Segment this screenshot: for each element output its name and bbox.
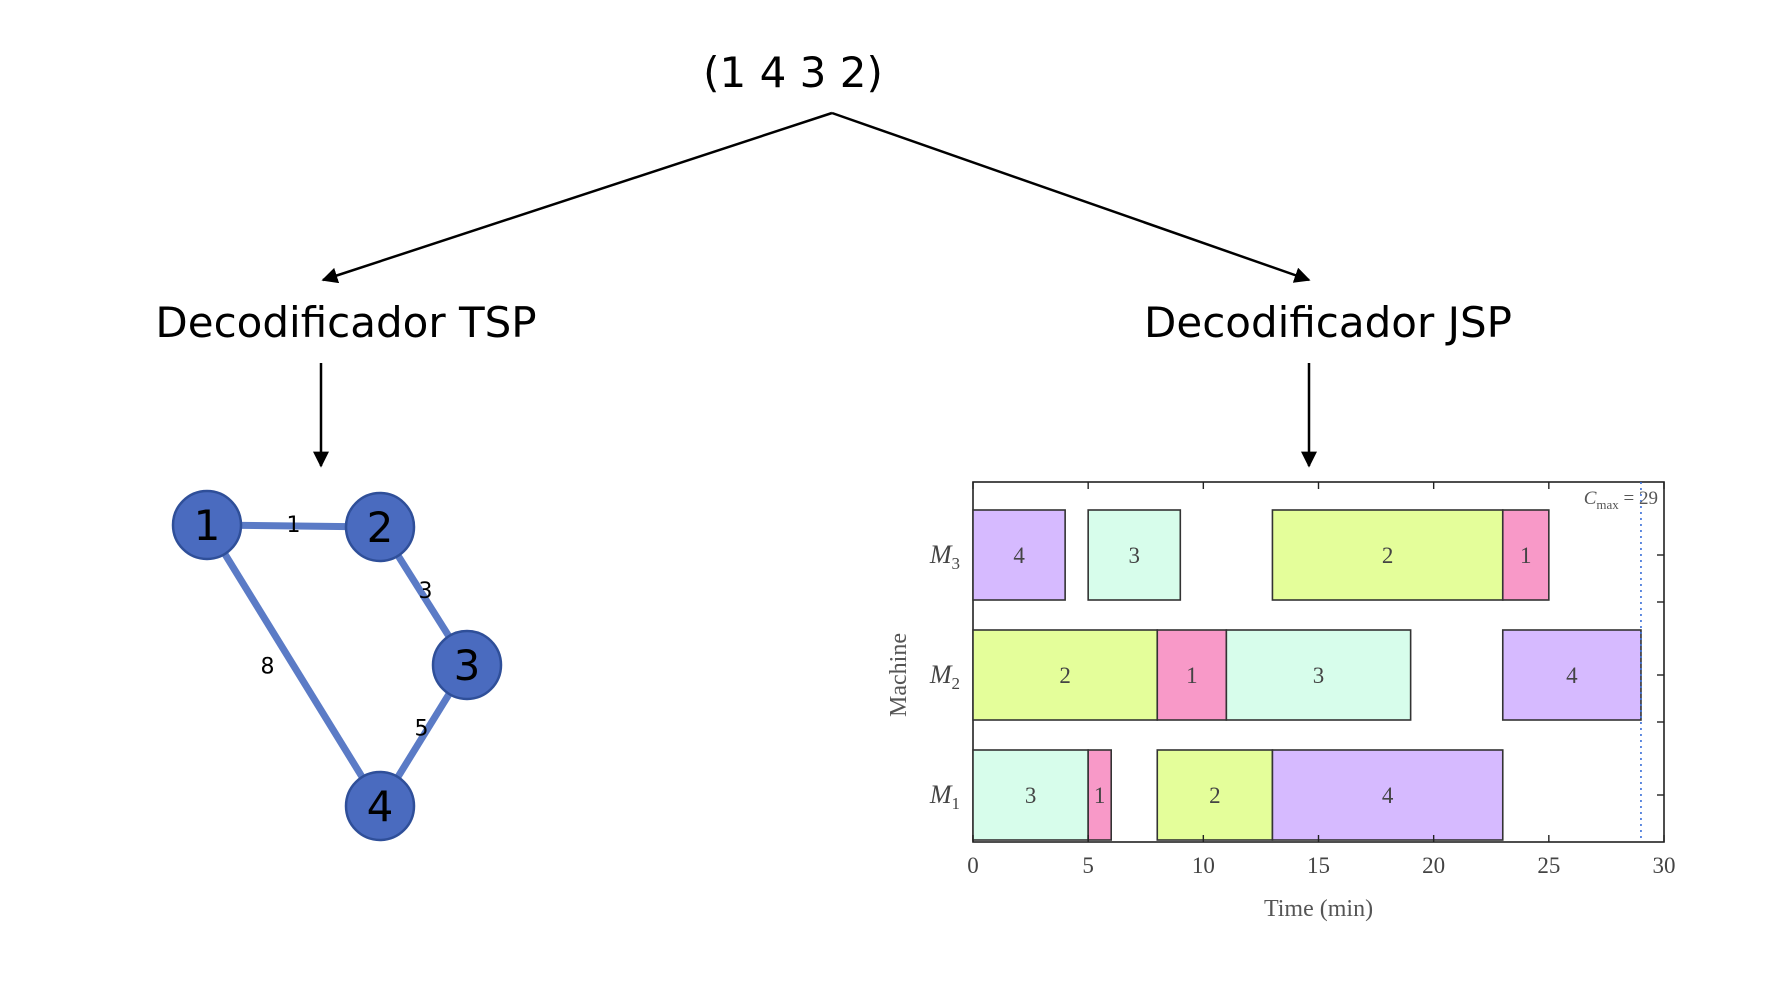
gantt-bar-label-M3-job-1: 1 — [1520, 543, 1532, 568]
tsp-node-label-4: 4 — [367, 782, 394, 831]
tsp-node-1 — [171, 489, 243, 561]
x-tick-label-30: 30 — [1653, 853, 1676, 878]
tsp-graph: 1 3 5 8 1 2 3 4 — [171, 489, 503, 842]
gantt-chart: 4 3 2 1 2 1 3 4 3 1 2 4 Cmax = 29 0 5 10 15 20 25 30 M3M2M1T… — [886, 481, 1676, 922]
jsp-decoder-label: Decodificador JSP — [1144, 298, 1512, 347]
tsp-node-2 — [344, 491, 416, 563]
x-tick-label-15: 15 — [1307, 853, 1330, 878]
gantt-bar-label-M1-job-2: 2 — [1209, 783, 1221, 808]
gantt-bar-label-M2-job-1: 1 — [1186, 663, 1198, 688]
gantt-bar-label-M1-job-4: 4 — [1382, 783, 1394, 808]
branch-arrow-tsp — [321, 111, 833, 284]
y-axis-title: Machine — [886, 633, 912, 717]
tsp-node-4 — [344, 770, 416, 842]
gantt-bar-M3-job-4 — [972, 509, 1066, 601]
gantt-bar-label-M3-job-2: 2 — [1382, 543, 1394, 568]
x-tick-label-5: 5 — [1082, 853, 1094, 878]
x-axis-title: Time (min) — [1264, 896, 1373, 922]
tsp-node-label-1: 1 — [194, 501, 221, 550]
tsp-decoder-label: Decodificador TSP — [155, 298, 536, 347]
gantt-bar-M1-job-4 — [1271, 749, 1504, 841]
gantt-bar-M3-job-3 — [1087, 509, 1182, 601]
gantt-bar-label-M3-job-4: 4 — [1013, 543, 1025, 568]
gantt-bar-M1-job-3 — [972, 749, 1089, 841]
makespan-annotation: Cmax = 29 — [1584, 488, 1658, 512]
tsp-edge-1-4 — [204, 523, 383, 808]
gantt-bar-label-M2-job-4: 4 — [1566, 663, 1578, 688]
gantt-bar-M1-job-2 — [1156, 749, 1274, 841]
gantt-bar-label-M2-job-2: 2 — [1059, 663, 1071, 688]
machine-label-M2: M2 — [929, 660, 960, 693]
gantt-bar-M2-job-2 — [972, 629, 1159, 721]
tsp-node-label-2: 2 — [367, 503, 394, 552]
gantt-bar-M1-job-1 — [1087, 749, 1112, 841]
tsp-edge-weight-3-4: 5 — [415, 717, 429, 742]
gantt-bar-label-M1-job-1: 1 — [1094, 783, 1106, 808]
tsp-edge-weight-1-4: 8 — [261, 655, 275, 680]
x-tick-label-20: 20 — [1422, 853, 1445, 878]
branch-arrow-jsp — [831, 111, 1311, 283]
sequence-label: (1 4 3 2) — [703, 48, 883, 97]
gantt-bar-label-M3-job-3: 3 — [1128, 543, 1140, 568]
machine-label-M1: M1 — [929, 780, 960, 813]
gantt-bar-M3-job-1 — [1501, 509, 1550, 601]
x-tick-label-25: 25 — [1537, 853, 1560, 878]
x-tick-label-0: 0 — [967, 853, 979, 878]
machine-label-M3: M3 — [929, 540, 960, 573]
tsp-node-label-3: 3 — [454, 641, 481, 690]
gantt-bar-M2-job-3 — [1225, 629, 1412, 721]
tsp-node-3 — [431, 629, 503, 701]
x-tick-label-10: 10 — [1192, 853, 1215, 878]
gantt-bar-M2-job-1 — [1156, 629, 1228, 721]
gantt-bar-label-M2-job-3: 3 — [1313, 663, 1325, 688]
tsp-edge-weight-2-3: 3 — [419, 579, 433, 604]
gantt-bar-label-M1-job-3: 3 — [1025, 783, 1037, 808]
gantt-bar-M2-job-4 — [1501, 629, 1642, 721]
tsp-edge-weight-1-2: 1 — [287, 513, 301, 538]
